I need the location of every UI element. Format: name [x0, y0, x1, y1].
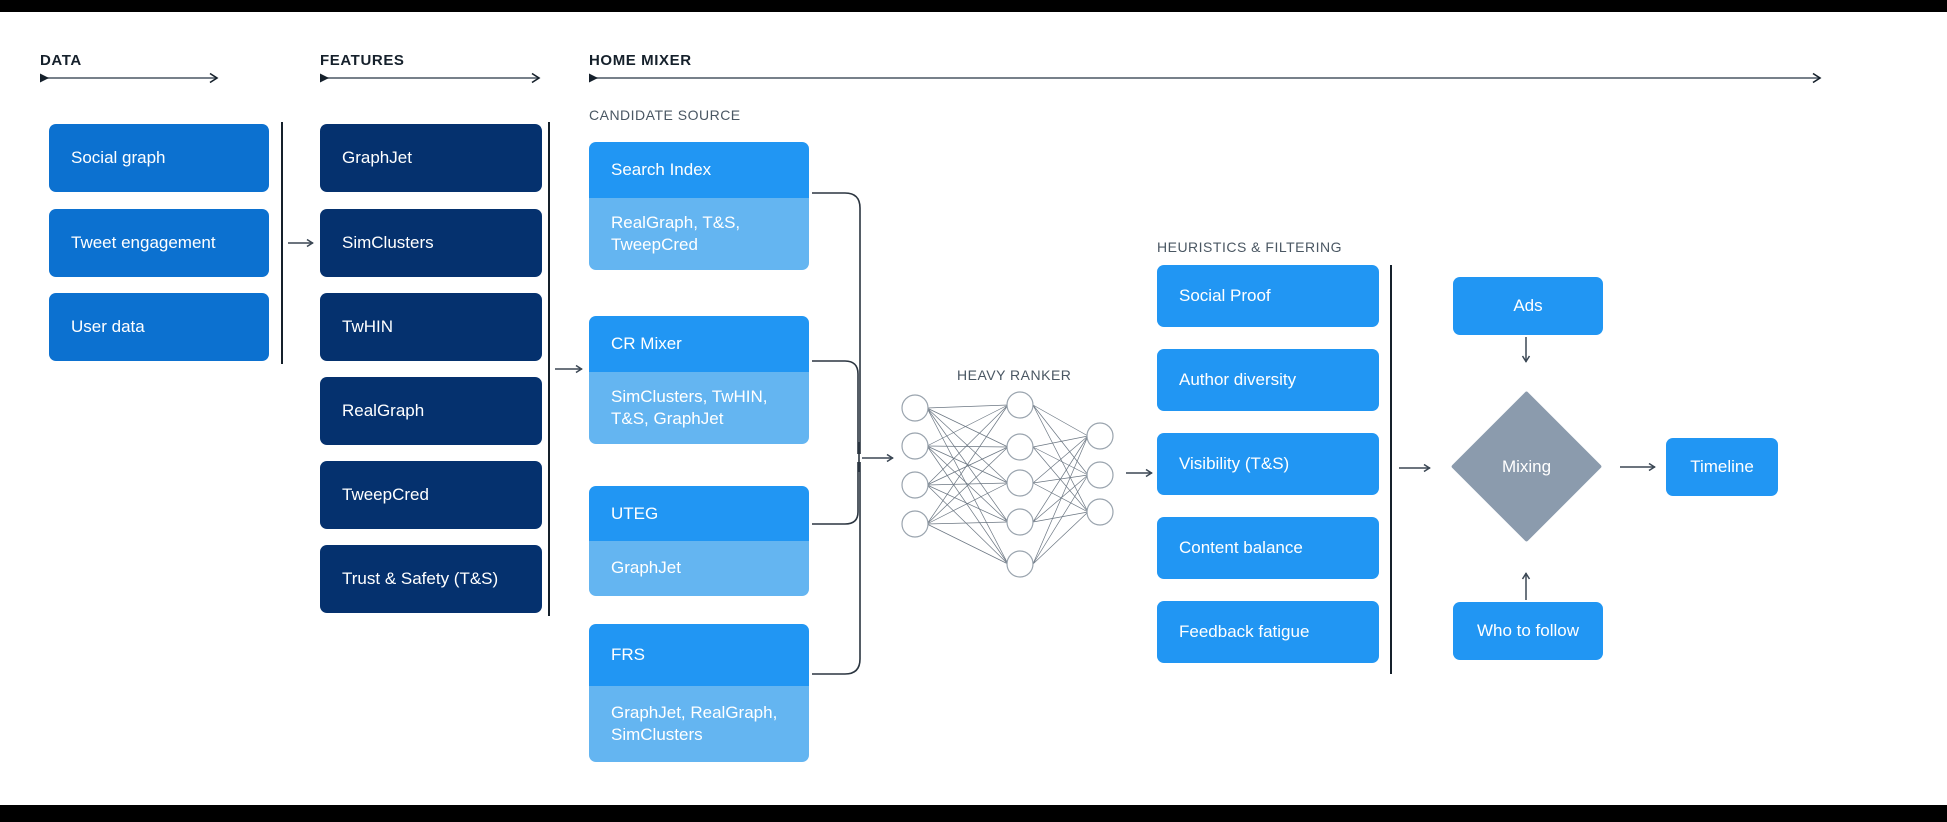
subsection-title-heavy-ranker: HEAVY RANKER	[957, 367, 1072, 383]
feature-box-trust-safety[interactable]: Trust & Safety (T&S)	[320, 545, 542, 613]
neural-net-edges-hidden-output	[1032, 404, 1089, 565]
candidate-source-name: UTEG	[589, 486, 809, 541]
feature-box-twhin[interactable]: TwHIN	[320, 293, 542, 361]
section-title-home-mixer: HOME MIXER	[589, 52, 692, 69]
heuristic-box-label: Content balance	[1179, 538, 1303, 558]
candidate-source-name: CR Mixer	[589, 316, 809, 372]
subsection-title-heuristics: HEURISTICS & FILTERING	[1157, 239, 1342, 255]
data-box-label: User data	[71, 317, 145, 337]
output-box-label: Timeline	[1690, 457, 1754, 477]
candidate-source-card-uteg[interactable]: UTEG GraphJet	[589, 486, 809, 596]
neural-net-input-nodes	[901, 394, 929, 538]
feature-box-label: SimClusters	[342, 233, 434, 253]
neural-net-hidden-nodes	[1006, 391, 1034, 578]
heuristic-box-label: Visibility (T&S)	[1179, 454, 1290, 474]
candidate-source-name: Search Index	[589, 142, 809, 198]
output-box-label: Who to follow	[1476, 621, 1580, 641]
mixing-diamond-label: Mixing	[1501, 456, 1552, 476]
feature-box-label: GraphJet	[342, 148, 412, 168]
candidate-source-card-search-index[interactable]: Search Index RealGraph, T&S, TweepCred	[589, 142, 809, 270]
data-box-social-graph[interactable]: Social graph	[49, 124, 269, 192]
candidate-source-features: RealGraph, T&S, TweepCred	[589, 198, 809, 270]
feature-box-simclusters[interactable]: SimClusters	[320, 209, 542, 277]
divider-features-home-mixer	[548, 122, 550, 616]
candidate-source-features: SimClusters, TwHIN, T&S, GraphJet	[589, 372, 809, 444]
feature-box-label: Trust & Safety (T&S)	[342, 569, 499, 589]
section-rule-home-mixer	[589, 72, 1825, 84]
data-box-label: Social graph	[71, 148, 166, 168]
neural-net-output-nodes	[1086, 422, 1114, 526]
data-box-user-data[interactable]: User data	[49, 293, 269, 361]
divider-heuristics-mixing	[1390, 265, 1392, 674]
section-rule-features	[320, 72, 544, 84]
heuristic-box-social-proof[interactable]: Social Proof	[1157, 265, 1379, 327]
heuristic-box-label: Social Proof	[1179, 286, 1271, 306]
heuristic-box-label: Feedback fatigue	[1179, 622, 1310, 642]
heuristic-box-feedback-fatigue[interactable]: Feedback fatigue	[1157, 601, 1379, 663]
feature-box-tweepcred[interactable]: TweepCred	[320, 461, 542, 529]
output-box-who-to-follow[interactable]: Who to follow	[1453, 602, 1603, 660]
section-title-data: DATA	[40, 52, 82, 69]
candidate-source-card-cr-mixer[interactable]: CR Mixer SimClusters, TwHIN, T&S, GraphJ…	[589, 316, 809, 444]
heuristic-box-label: Author diversity	[1179, 370, 1297, 390]
neural-net-edges-input-hidden	[926, 404, 1009, 565]
section-title-features: FEATURES	[320, 52, 405, 69]
output-box-timeline[interactable]: Timeline	[1666, 438, 1778, 496]
connector-candidate-sources-bracket	[812, 192, 861, 675]
feature-box-label: TwHIN	[342, 317, 393, 337]
section-rule-data	[40, 72, 222, 84]
connector-overlay	[288, 192, 1656, 675]
output-box-ads[interactable]: Ads	[1453, 277, 1603, 335]
feature-box-label: TweepCred	[342, 485, 429, 505]
feature-box-graphjet[interactable]: GraphJet	[320, 124, 542, 192]
data-box-label: Tweet engagement	[71, 233, 216, 253]
output-box-label: Ads	[1513, 296, 1543, 316]
candidate-source-features: GraphJet	[589, 541, 809, 596]
candidate-source-card-frs[interactable]: FRS GraphJet, RealGraph, SimClusters	[589, 624, 809, 762]
mixing-diamond[interactable]: Mixing	[1450, 390, 1603, 543]
subsection-title-candidate-source: CANDIDATE SOURCE	[589, 107, 741, 123]
feature-box-realgraph[interactable]: RealGraph	[320, 377, 542, 445]
heuristic-box-visibility[interactable]: Visibility (T&S)	[1157, 433, 1379, 495]
divider-data-features	[281, 122, 283, 364]
heuristic-box-author-diversity[interactable]: Author diversity	[1157, 349, 1379, 411]
data-box-tweet-engagement[interactable]: Tweet engagement	[49, 209, 269, 277]
candidate-source-name: FRS	[589, 624, 809, 686]
heuristic-box-content-balance[interactable]: Content balance	[1157, 517, 1379, 579]
diagram-canvas: DATA FEATURES HOME MIXER CANDIDA	[0, 12, 1947, 805]
candidate-source-features: GraphJet, RealGraph, SimClusters	[589, 686, 809, 762]
feature-box-label: RealGraph	[342, 401, 425, 421]
